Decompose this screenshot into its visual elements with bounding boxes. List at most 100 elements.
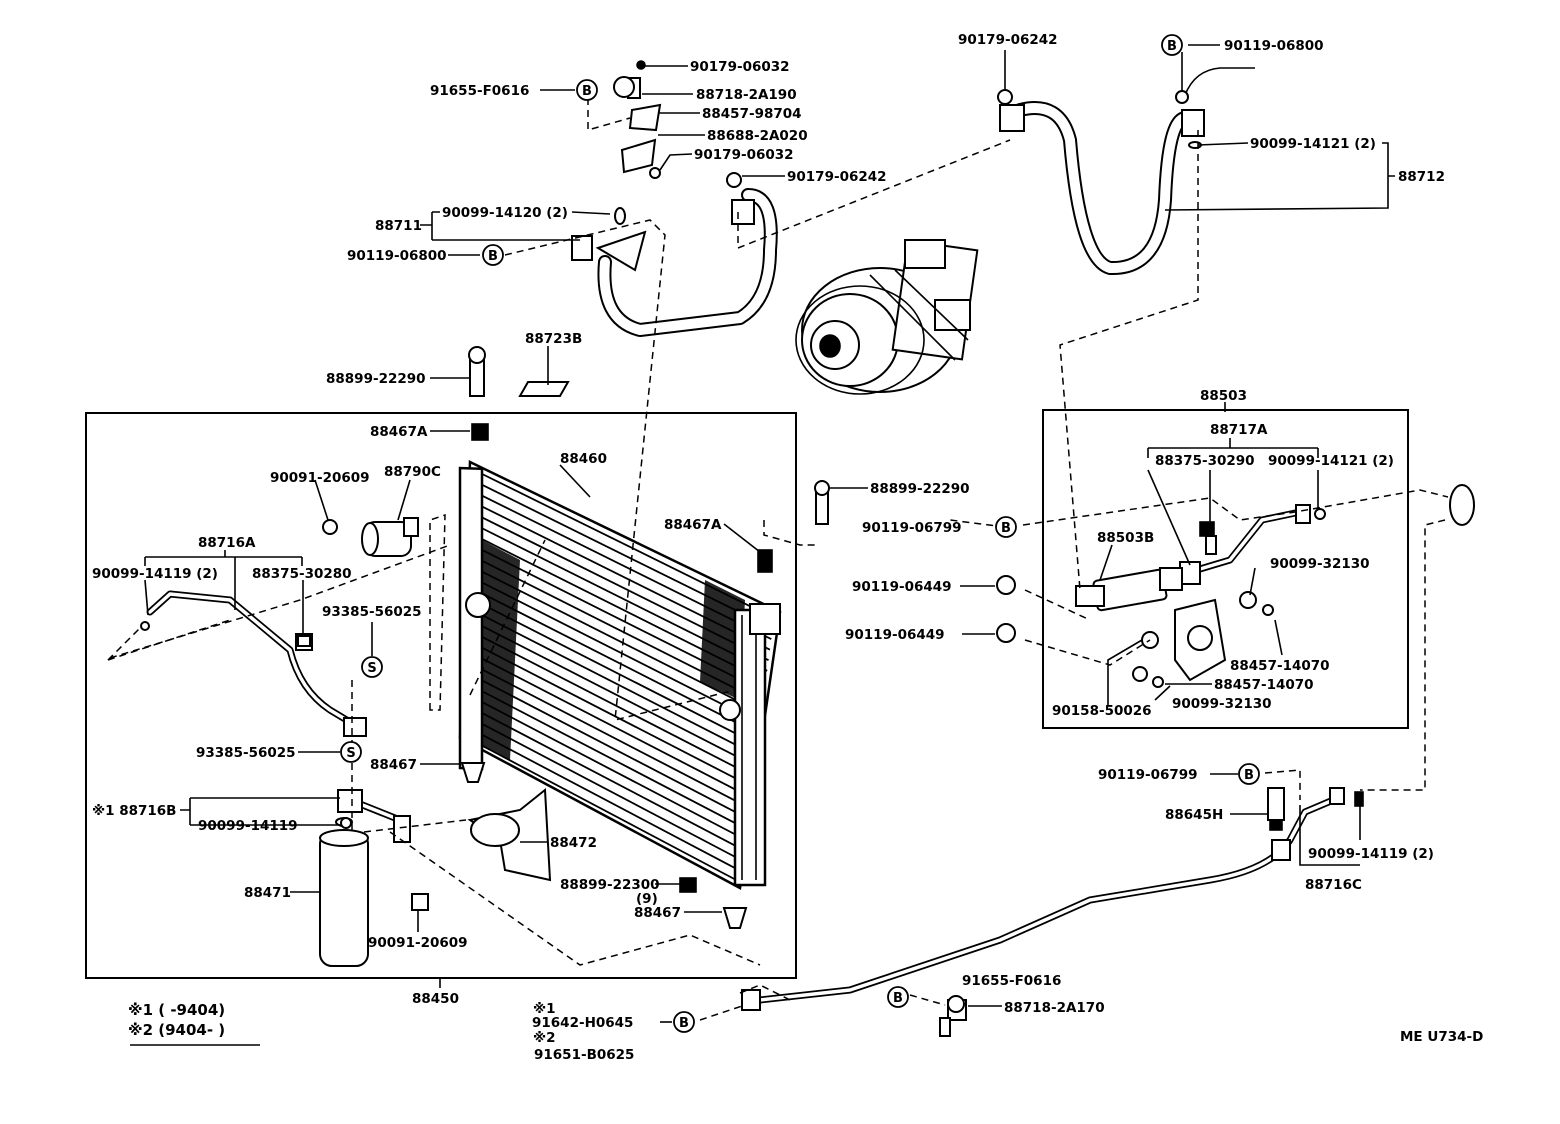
badge-b-90119-06799-a: B — [995, 516, 1017, 538]
label-90091-20609-b: 90091-20609 — [368, 935, 468, 951]
badge-s-93385-b: S — [340, 741, 362, 763]
label-88467A-a: 88467A — [370, 424, 428, 440]
svg-text:B: B — [679, 1016, 689, 1031]
label-90099-14119-c: 90099-14119 (2) — [1308, 846, 1434, 862]
badge-b-91642: B — [673, 1011, 695, 1033]
badge-b-90119-06800-a: B — [482, 244, 504, 266]
svg-text:B: B — [893, 991, 903, 1006]
receiver-drier-88471 — [319, 817, 369, 967]
legend-line-2: ※2 (9404- ) — [128, 1021, 225, 1039]
label-88711: 88711 — [375, 218, 422, 234]
label-90158-50026: 90158-50026 — [1052, 703, 1152, 719]
badge-b-91655-top: B — [576, 79, 598, 101]
label-91655-F0616-top: 91655-F0616 — [430, 83, 529, 99]
dashed-connectors — [107, 98, 1449, 1021]
badge-b-91655-bot: B — [887, 986, 909, 1008]
part-labels: 90179-06032 88718-2A190 91655-F0616 8845… — [92, 32, 1445, 1063]
svg-text:B: B — [1167, 39, 1177, 54]
pipe-88716A — [146, 590, 367, 737]
label-88712: 88712 — [1398, 169, 1445, 185]
label-88503B: 88503B — [1097, 530, 1154, 546]
label-88716A: 88716A — [198, 535, 256, 551]
label-88375-30290: 88375-30290 — [1155, 453, 1255, 469]
label-90179-06032-a: 90179-06032 — [690, 59, 790, 75]
label-88457-98704: 88457-98704 — [702, 106, 802, 122]
svg-text:B: B — [488, 249, 498, 264]
label-88717A: 88717A — [1210, 422, 1268, 438]
condenser-88460 — [458, 460, 782, 890]
label-90099-14119-b: 90099-14119 — [198, 818, 298, 834]
label-88899-22290-a: 88899-22290 — [326, 371, 426, 387]
label-90119-06799-a: 90119-06799 — [862, 520, 962, 536]
leader-lines — [130, 44, 1395, 1046]
label-88716B: ※1 88716B — [92, 803, 176, 819]
label-88375-30280: 88375-30280 — [252, 566, 352, 582]
label-90099-14121-b: 90099-14121 (2) — [1268, 453, 1394, 469]
label-91642-H0645: 91642-H0645 — [532, 1015, 633, 1031]
label-90099-14121-a: 90099-14121 (2) — [1250, 136, 1376, 152]
label-90119-06800-b: 90119-06800 — [1224, 38, 1324, 54]
label-90179-06242-b: 90179-06242 — [958, 32, 1058, 48]
diagram-code: ME U734-D — [1400, 1029, 1483, 1045]
label-90179-06242-a: 90179-06242 — [787, 169, 887, 185]
badge-b-90119-06800-b: B — [1161, 34, 1183, 56]
bracket-88457-14070 — [1174, 598, 1227, 682]
label-91651-B0625: 91651-B0625 — [534, 1047, 634, 1063]
hose-88712 — [999, 67, 1255, 276]
label-88467-a: 88467 — [370, 757, 417, 773]
label-93385-56025-a: 93385-56025 — [322, 604, 422, 620]
label-88790C: 88790C — [384, 464, 441, 480]
label-90119-06449-b: 90119-06449 — [845, 627, 945, 643]
label-90119-06449-a: 90119-06449 — [852, 579, 952, 595]
pipe-88716C — [741, 787, 1345, 1011]
hose-88711 — [571, 188, 778, 337]
label-88688-2A020: 88688-2A020 — [707, 128, 808, 144]
label-88899-22300-qty: (9) — [636, 891, 658, 907]
label-88460: 88460 — [560, 451, 607, 467]
svg-text:B: B — [1244, 768, 1254, 783]
label-90179-06032-b: 90179-06032 — [694, 147, 794, 163]
label-mark2: ※2 — [533, 1030, 556, 1046]
misc-parts — [140, 60, 1475, 1037]
label-90099-14119-a: 90099-14119 (2) — [92, 566, 218, 582]
label-90119-06800-a: 90119-06800 — [347, 248, 447, 264]
label-90099-32130-a: 90099-32130 — [1270, 556, 1370, 572]
svg-text:S: S — [346, 746, 355, 761]
svg-text:B: B — [1001, 521, 1011, 536]
label-88899-22300: 88899-22300 — [560, 877, 660, 893]
pipe-88717A — [1179, 504, 1311, 585]
label-93385-56025-b: 93385-56025 — [196, 745, 296, 761]
label-88450: 88450 — [412, 991, 459, 1007]
switch-88503B — [1075, 567, 1183, 612]
label-88718-2A190: 88718-2A190 — [696, 87, 797, 103]
label-90119-06799-b: 90119-06799 — [1098, 767, 1198, 783]
sensor-88790C — [361, 517, 419, 557]
label-88467A-b: 88467A — [664, 517, 722, 533]
legend-line-1: ※1 ( -9404) — [128, 1001, 225, 1019]
label-88457-14070-b: 88457-14070 — [1214, 677, 1314, 693]
label-88716C: 88716C — [1305, 877, 1362, 893]
label-88723B: 88723B — [525, 331, 582, 347]
svg-text:S: S — [367, 661, 376, 676]
label-90099-32130-b: 90099-32130 — [1172, 696, 1272, 712]
label-90099-14120: 90099-14120 (2) — [442, 205, 568, 221]
label-88645H: 88645H — [1165, 807, 1223, 823]
bracket-88472 — [467, 788, 552, 882]
label-91655-F0616-bot: 91655-F0616 — [962, 973, 1061, 989]
badge-b-90119-06799-b: B — [1238, 763, 1260, 785]
label-88472: 88472 — [550, 835, 597, 851]
label-88899-22290-b: 88899-22290 — [870, 481, 970, 497]
svg-text:B: B — [582, 84, 592, 99]
compressor — [795, 239, 979, 395]
label-88718-2A170: 88718-2A170 — [1004, 1000, 1105, 1016]
condenser-group-frame — [85, 412, 797, 979]
label-90091-20609-a: 90091-20609 — [270, 470, 370, 486]
label-88503: 88503 — [1200, 388, 1247, 404]
label-88471: 88471 — [244, 885, 291, 901]
badge-s-93385-a: S — [361, 656, 383, 678]
pipe-88716B — [337, 789, 411, 843]
label-88467-b: 88467 — [634, 905, 681, 921]
label-mark1: ※1 — [533, 1001, 556, 1017]
